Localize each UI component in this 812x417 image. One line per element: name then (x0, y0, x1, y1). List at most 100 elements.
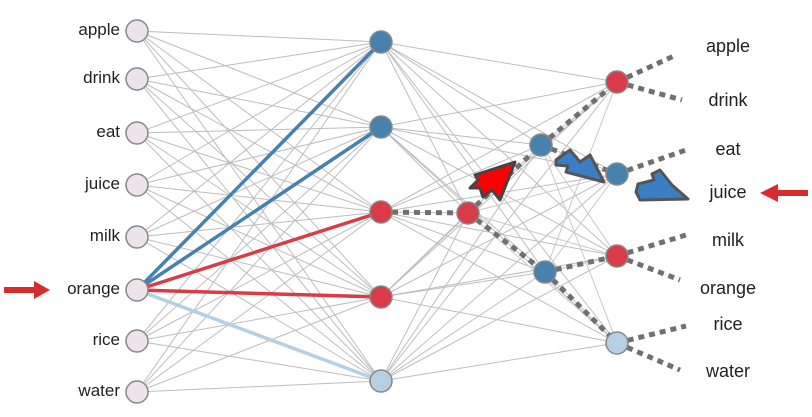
input-label-juice: juice (85, 174, 120, 193)
connection-line (467, 173, 618, 214)
tree-node (605, 244, 629, 268)
dotted-path (380, 209, 469, 216)
weight-line-highlight (136, 125, 382, 292)
output-label-rice: rice (713, 314, 743, 334)
connection-line (136, 78, 382, 213)
connection-line (136, 132, 382, 298)
connection-line (136, 296, 382, 393)
connection-line (136, 41, 382, 134)
input-node-apple (125, 19, 149, 43)
connection-line (380, 271, 546, 382)
input-label-rice: rice (92, 330, 120, 349)
tree-node (533, 260, 557, 284)
hidden-node (369, 369, 393, 393)
input-label-orange: orange (67, 279, 120, 298)
output-label-eat: eat (715, 139, 741, 159)
output-label-orange: orange (699, 278, 757, 298)
connection-line (380, 271, 546, 298)
connection-line (380, 144, 542, 382)
input-label-water: water (78, 381, 120, 400)
output-label-apple: apple (705, 36, 751, 56)
connection-line (136, 30, 382, 213)
connection-line (136, 30, 382, 43)
input-node-milk (125, 225, 149, 249)
connection-line (136, 41, 382, 186)
tree-node (529, 133, 553, 157)
dotted-path (543, 270, 619, 345)
weight-line-highlight (135, 40, 383, 292)
red-arrow-icon (468, 160, 517, 202)
connection-line (136, 126, 382, 393)
connection-line (136, 30, 382, 128)
connection-line (380, 255, 618, 382)
connection-line (380, 126, 546, 273)
dotted-path (544, 253, 618, 275)
connection-line (136, 380, 382, 393)
blue-arrow-icon (554, 148, 606, 184)
connection-line (380, 41, 618, 257)
connection-line (380, 342, 618, 382)
weight-line-highlight (136, 210, 382, 292)
tree-node (605, 331, 629, 355)
connection-line (136, 132, 382, 213)
connection-line (136, 126, 382, 238)
input-label-milk: milk (89, 226, 120, 245)
connection-line (136, 126, 382, 186)
hidden-node (369, 200, 393, 224)
input-node-drink (125, 67, 149, 91)
connection-line (544, 173, 618, 273)
dotted-path (616, 232, 687, 259)
connection-line (380, 126, 469, 214)
connection-line (380, 41, 618, 83)
connection-line (380, 126, 542, 146)
output-label-drink: drink (708, 90, 748, 110)
connection-line (136, 184, 382, 298)
connection-line (380, 41, 546, 273)
dotted-path (466, 211, 547, 274)
connection-line (380, 41, 542, 146)
connection-line (136, 340, 382, 382)
input-node-orange (125, 278, 149, 302)
connection-line (136, 78, 382, 128)
connection-line (380, 41, 469, 214)
connection-line (136, 30, 382, 382)
connection-line (136, 184, 382, 382)
input-node-water (125, 380, 149, 404)
input-label-drink: drink (83, 68, 120, 87)
output-label-juice: juice (709, 182, 747, 202)
input-label-eat: eat (96, 122, 120, 141)
connection-line (380, 144, 542, 213)
connection-line (136, 41, 382, 238)
hidden-node (369, 285, 393, 309)
connection-line (380, 41, 618, 175)
connection-line (380, 81, 618, 213)
connection-line (136, 41, 382, 80)
dotted-path (616, 147, 687, 177)
connection-line (380, 173, 618, 382)
output-label-milk: milk (712, 230, 744, 250)
connection-line (136, 211, 382, 393)
connection-line (380, 81, 618, 128)
tree-node (456, 201, 480, 225)
connection-line (540, 144, 618, 257)
connection-line (136, 78, 382, 298)
hidden-node (369, 30, 393, 54)
dotted-path (616, 323, 687, 346)
connection-line (136, 211, 382, 238)
blue-arrow-icon (634, 168, 690, 202)
output-label-water: water (705, 361, 750, 381)
input-node-rice (125, 329, 149, 353)
connection-line (380, 211, 546, 273)
connection-line (380, 212, 469, 382)
connection-line (136, 184, 382, 213)
weight-line-highlight (136, 288, 382, 299)
input-label-apple: apple (78, 20, 120, 39)
dotted-path (539, 80, 619, 147)
hidden-node (369, 115, 393, 139)
connection-line (136, 132, 382, 382)
connection-line (136, 211, 382, 342)
connection-line (136, 126, 382, 134)
tree-node (605, 162, 629, 186)
